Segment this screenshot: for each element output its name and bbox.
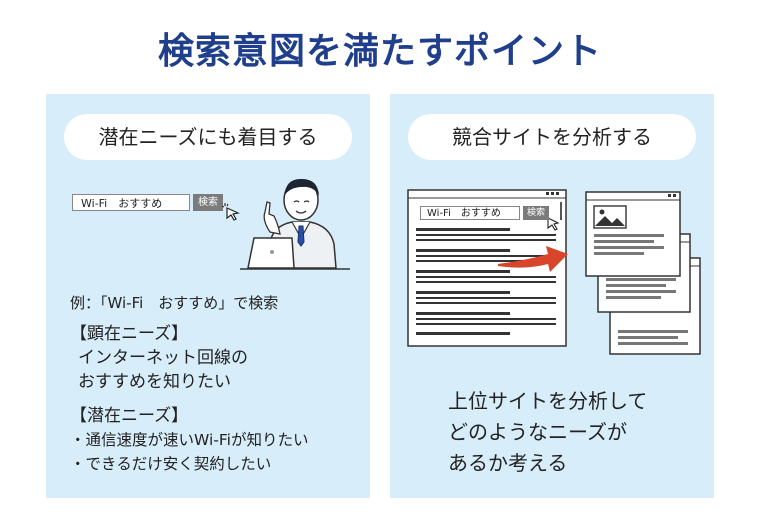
search-button[interactable]: 検索	[523, 206, 549, 220]
businessman-illustration	[240, 178, 350, 270]
latent-needs-bullet: ・できるだけ安く契約したい	[70, 455, 272, 473]
manifest-needs-line: インターネット回線の	[78, 348, 248, 368]
manifest-needs: 【顕在ニーズ】 インターネット回線の おすすめを知りたい	[70, 322, 248, 394]
search-button[interactable]: 検索	[193, 194, 223, 211]
manifest-needs-line: おすすめを知りたい	[78, 372, 231, 392]
caption-line: 上位サイトを分析して	[448, 389, 648, 413]
right-panel-heading: 競合サイトを分析する	[408, 114, 696, 160]
manifest-needs-heading: 【顕在ニーズ】	[70, 324, 189, 344]
cursor-icon	[222, 203, 240, 221]
caption-line: あるか考える	[448, 451, 568, 475]
search-input[interactable]: Wi-Fi おすすめ	[420, 206, 520, 220]
right-panel-caption: 上位サイトを分析して どのようなニーズが あるか考える	[448, 386, 647, 479]
right-panel: 競合サイトを分析する	[390, 94, 714, 498]
latent-needs-bullet: ・通信速度が速いWi-Fiが知りたい	[70, 431, 309, 449]
caption-line: どのようなニーズが	[448, 420, 627, 444]
image-placeholder-icon	[593, 205, 627, 229]
left-panel: 潜在ニーズにも着目する Wi-Fi おすすめ 検索 例：「Wi-Fi おすすめ」…	[46, 94, 370, 498]
search-input[interactable]: Wi-Fi おすすめ	[72, 194, 190, 211]
red-arrow-icon	[498, 246, 568, 272]
cursor-icon	[547, 217, 560, 231]
example-text: 例：「Wi-Fi おすすめ」で検索	[70, 294, 279, 312]
left-panel-heading: 潜在ニーズにも着目する	[64, 114, 352, 160]
page-title: 検索意図を満たすポイント	[157, 31, 602, 72]
latent-needs: 【潜在ニーズ】 ・通信速度が速いWi-Fiが知りたい ・できるだけ安く契約したい	[70, 404, 308, 476]
competitor-analysis-diagram	[407, 189, 701, 355]
latent-needs-heading: 【潜在ニーズ】	[70, 406, 189, 426]
result-page-front	[585, 191, 681, 277]
